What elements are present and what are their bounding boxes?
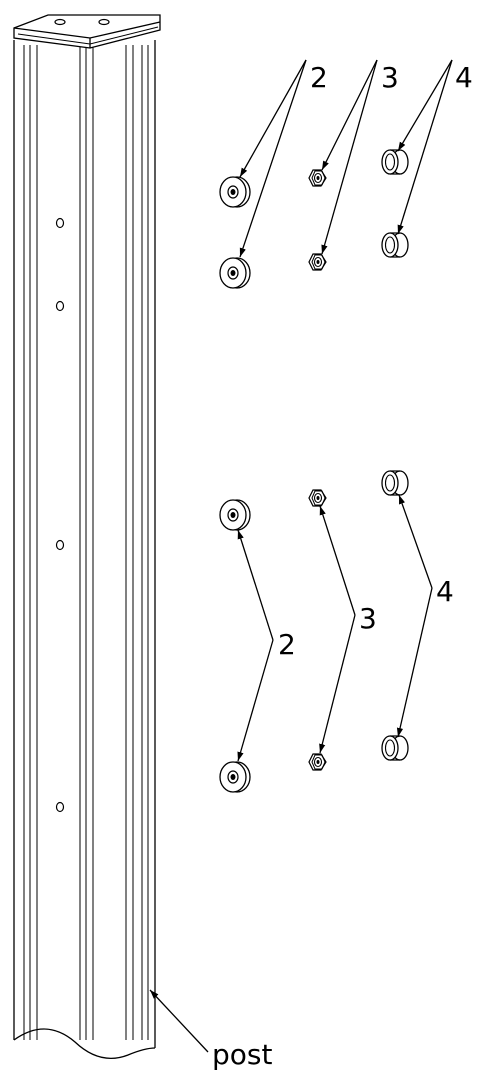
callout-4-upper: 4	[455, 61, 473, 94]
part-4-lower-b	[381, 735, 409, 761]
part-2-upper-a	[219, 176, 251, 208]
post-cap	[13, 14, 161, 49]
part-4-lower-a	[381, 470, 409, 496]
part-3-lower-b	[308, 753, 327, 771]
part-3-lower-a	[308, 489, 327, 507]
part-2-lower-b	[219, 761, 251, 793]
part-2-lower-a	[219, 499, 251, 531]
post-holes	[55, 217, 65, 813]
post-label: post	[212, 1038, 272, 1071]
part-4-upper-a	[381, 149, 409, 175]
leaders-upper	[239, 59, 453, 258]
post-assembly	[13, 14, 161, 1059]
part-4-upper-b	[381, 232, 409, 258]
part-2-upper-b	[219, 257, 251, 289]
post-body	[13, 40, 156, 1059]
part-3-upper-a	[308, 169, 327, 187]
callout-4-lower: 4	[436, 575, 454, 608]
callout-3-upper: 3	[381, 61, 399, 94]
part-3-upper-b	[308, 253, 327, 271]
leaders-lower	[149, 494, 433, 1053]
callout-2-lower: 2	[278, 628, 296, 661]
callout-2-upper: 2	[310, 61, 328, 94]
callout-3-lower: 3	[359, 602, 377, 635]
